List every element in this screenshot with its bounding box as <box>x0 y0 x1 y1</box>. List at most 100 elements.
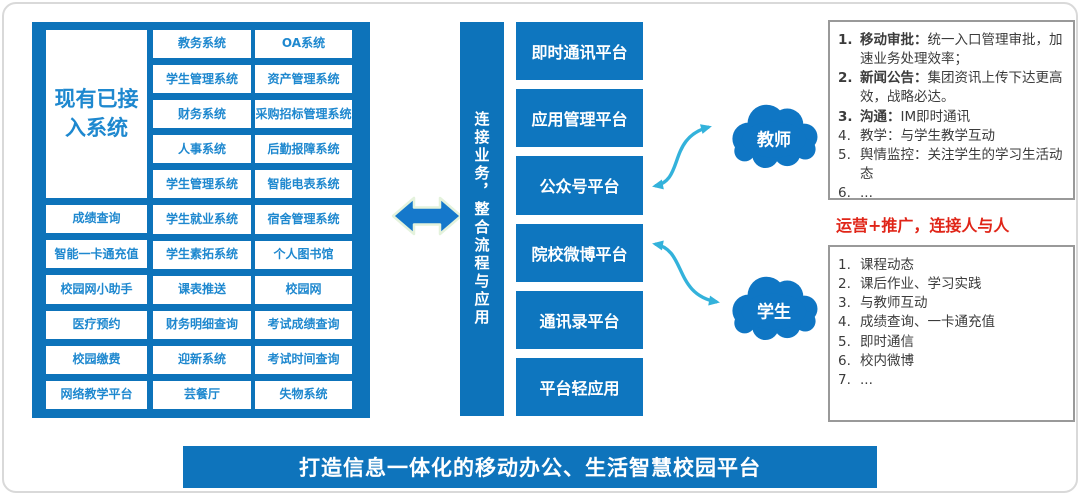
list-item-text: 成绩查询、一卡通充值 <box>860 314 995 331</box>
list-item-number: 5. <box>838 333 851 350</box>
system-cell: 课表推送 <box>153 275 251 304</box>
list-item-lead: 教学： <box>860 127 901 144</box>
existing-systems-title-line2: 入系统 <box>65 116 128 140</box>
system-cell: 学生管理系统 <box>153 65 251 94</box>
student-feature-item: 3. 与教师互动 <box>838 294 1065 313</box>
system-cell: 后勤报障系统 <box>255 135 352 164</box>
list-item-text: ... <box>860 184 1065 203</box>
platform-box: 院校微博平台 <box>516 223 643 282</box>
flow-arrows-icon <box>652 124 720 306</box>
list-item-rest: 与学生教学互动 <box>900 127 996 144</box>
list-item-text: 舆情监控：关注学生的学习生活动态 <box>860 146 1065 184</box>
list-item-lead: 沟通： <box>860 108 901 125</box>
student-feature-box: 1. 课程动态 2. 课后作业、学习实践 3. 与教师互动 4. 成绩查询、一卡… <box>828 245 1075 422</box>
system-cell: 财务系统 <box>153 100 251 129</box>
list-item-text: ... <box>860 371 873 388</box>
teacher-feature-item: 1. 移动审批：统一入口管理审批，加速业务处理效率； <box>838 31 1065 69</box>
list-item-text: 即时通信 <box>860 333 914 350</box>
teacher-feature-box: 1. 移动审批：统一入口管理审批，加速业务处理效率； 2. 新闻公告：集团资讯上… <box>828 20 1075 203</box>
system-cell: 宿舍管理系统 <box>255 205 352 234</box>
two-way-arrow-icon <box>391 196 463 236</box>
system-cell: 资产管理系统 <box>255 65 352 94</box>
platform-box: 通讯录平台 <box>516 290 643 349</box>
student-feature-item: 4. 成绩查询、一卡通充值 <box>838 313 1065 332</box>
list-item-number: 6. <box>838 352 851 369</box>
system-cell: 成绩查询 <box>46 205 147 234</box>
list-item-number: 5. <box>838 146 851 163</box>
list-item-text: 课后作业、学习实践 <box>860 276 982 293</box>
system-cell: 迎新系统 <box>153 345 251 374</box>
list-item-number: 7. <box>838 371 851 388</box>
existing-systems-column-2: 教务系统 学生管理系统 财务系统 人事系统 学生管理系统 学生就业系统 学生素拓… <box>153 30 251 410</box>
list-item-text: 教学：与学生教学互动 <box>860 127 1065 146</box>
student-feature-item: 6. 校内微博 <box>838 352 1065 371</box>
list-item-number: 2. <box>838 276 851 293</box>
system-cell: 学生就业系统 <box>153 205 251 234</box>
system-cell: 医疗预约 <box>46 310 147 339</box>
system-cell: 学生素拓系统 <box>153 240 251 269</box>
list-item-number: 1. <box>838 32 853 48</box>
platform-box: 应用管理平台 <box>516 89 643 148</box>
connector-bar-label: 连接业务，整合流程与应用 <box>472 111 491 327</box>
connector-bar: 连接业务，整合流程与应用 <box>460 22 504 416</box>
system-cell: 芸餐厅 <box>153 380 251 410</box>
system-cell: 考试时间查询 <box>255 345 352 374</box>
teacher-feature-item: 5. 舆情监控：关注学生的学习生活动态 <box>838 146 1065 184</box>
list-item-lead: 新闻公告： <box>860 70 928 87</box>
student-feature-item: 7. ... <box>838 371 1065 390</box>
list-item-number: 3. <box>838 295 851 312</box>
list-item-lead: 舆情监控： <box>860 146 928 163</box>
teacher-cloud-label: 教师 <box>756 129 791 150</box>
list-item-rest: 统一入口管理审批，加速业务处理效率； <box>860 32 1063 68</box>
existing-systems-title: 现有已接 入系统 <box>46 30 147 198</box>
list-item-rest: 集团资讯上传下达更高效，战略必达。 <box>860 70 1063 106</box>
existing-systems-column-1: 现有已接 入系统 成绩查询 智能一卡通充值 校园网小助手 医疗预约 校园缴费 网… <box>46 30 147 410</box>
list-item-rest: ... <box>860 185 873 202</box>
list-item-number: 4. <box>838 314 851 331</box>
system-cell: 人事系统 <box>153 135 251 164</box>
existing-systems-column-3: OA系统 资产管理系统 采购招标管理系统 后勤报障系统 智能电表系统 宿舍管理系… <box>255 30 352 410</box>
system-cell: 校园缴费 <box>46 345 147 374</box>
list-item-number: 1. <box>838 257 851 273</box>
teacher-cloud: 教师 <box>732 104 818 169</box>
system-cell: 个人图书馆 <box>255 240 352 269</box>
system-cell: 教务系统 <box>153 30 251 59</box>
list-item-number: 6. <box>838 185 851 202</box>
list-item-text: 沟通：IM即时通讯 <box>860 108 1065 127</box>
list-item-text: 与教师互动 <box>860 295 928 312</box>
student-feature-item: 2. 课后作业、学习实践 <box>838 275 1065 294</box>
platform-stack: 即时通讯平台 应用管理平台 公众号平台 院校微博平台 通讯录平台 平台轻应用 <box>516 22 643 417</box>
existing-systems-title-line1: 现有已接 <box>54 86 139 111</box>
system-cell: 校园网 <box>255 275 352 304</box>
list-item-rest: 关注学生的学习生活动态 <box>860 146 1063 183</box>
list-item-number: 3. <box>838 108 853 125</box>
teacher-feature-item: 2. 新闻公告：集团资讯上传下达更高效，战略必达。 <box>838 69 1065 107</box>
list-item-text: 移动审批：统一入口管理审批，加速业务处理效率； <box>860 31 1065 69</box>
student-feature-item: 5. 即时通信 <box>838 333 1065 352</box>
teacher-feature-item: 3. 沟通：IM即时通讯 <box>838 108 1065 127</box>
system-cell: 失物系统 <box>255 380 352 410</box>
student-cloud: 学生 <box>732 276 818 341</box>
system-cell: 学生管理系统 <box>153 170 251 199</box>
list-item-number: 4. <box>838 127 851 144</box>
existing-systems-panel: 现有已接 入系统 成绩查询 智能一卡通充值 校园网小助手 医疗预约 校园缴费 网… <box>32 22 370 418</box>
student-cloud-label: 学生 <box>757 301 791 322</box>
student-feature-item: 1. 课程动态 <box>838 256 1065 275</box>
list-item-text: 校内微博 <box>860 352 914 369</box>
promo-title: 运营+推广，连接人与人 <box>836 216 1010 235</box>
system-cell: 财务明细查询 <box>153 310 251 339</box>
list-item-text: 新闻公告：集团资讯上传下达更高效，战略必达。 <box>860 69 1065 107</box>
system-cell: 校园网小助手 <box>46 275 147 304</box>
teacher-feature-item: 4. 教学：与学生教学互动 <box>838 127 1065 146</box>
list-item-number: 2. <box>838 70 853 87</box>
platform-box: 公众号平台 <box>516 156 643 215</box>
system-cell: 智能电表系统 <box>255 170 352 199</box>
student-flow-arrow <box>652 240 720 306</box>
system-cell: 考试成绩查询 <box>255 310 352 339</box>
system-cell: 智能一卡通充值 <box>46 240 147 269</box>
list-item-rest: IM即时通讯 <box>900 108 971 125</box>
teacher-feature-item: 6. ... <box>838 184 1065 203</box>
teacher-flow-arrow <box>652 124 712 190</box>
bottom-banner-label: 打造信息一体化的移动办公、生活智慧校园平台 <box>299 456 761 480</box>
